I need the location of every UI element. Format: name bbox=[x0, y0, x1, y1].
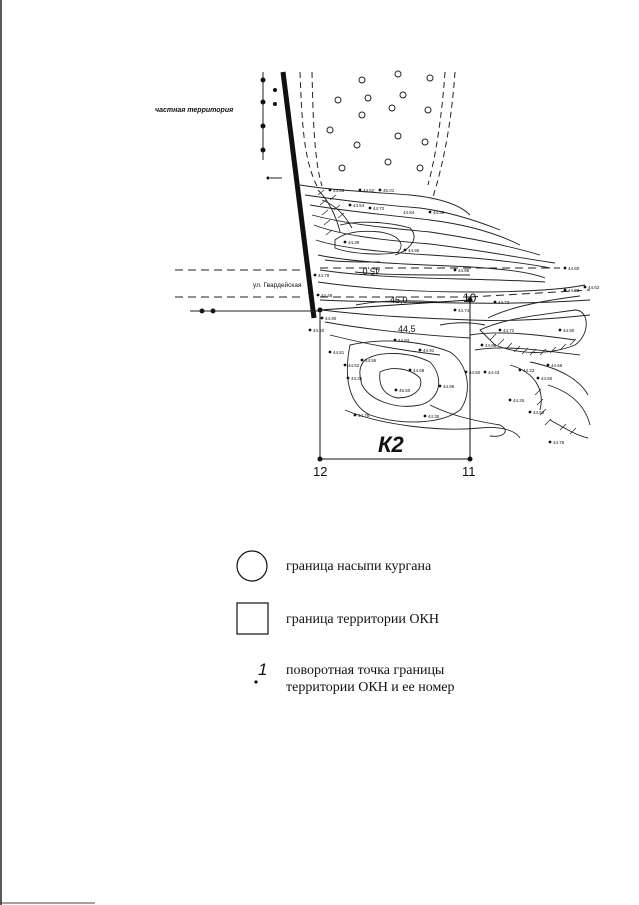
contour-lines bbox=[299, 184, 591, 439]
private-territory-label: частная территория bbox=[155, 107, 233, 114]
spot-elevation-dots bbox=[308, 188, 587, 444]
spot-label: 44.90 bbox=[563, 328, 575, 333]
contour-label: 44,5 bbox=[398, 324, 416, 334]
corner-point-11: 11 bbox=[462, 464, 476, 479]
spot-label: 44.68 bbox=[413, 368, 425, 373]
spot-label: 45.50 bbox=[399, 388, 411, 393]
spot-label: 44.74 bbox=[458, 308, 470, 313]
spot-label: 44.48 bbox=[321, 293, 333, 298]
spot-label: 44.72 bbox=[503, 328, 515, 333]
spot-label: 45.01 bbox=[383, 188, 395, 193]
spot-label: 44.65 bbox=[551, 363, 563, 368]
fence-line bbox=[260, 71, 317, 319]
mound-boundary-symbol bbox=[236, 550, 268, 582]
street-label: ул. Гвардейская bbox=[253, 281, 302, 289]
spot-label: 44.79 bbox=[318, 273, 330, 278]
corner-point-12: 12 bbox=[313, 464, 327, 479]
spot-label: 44.54 bbox=[353, 203, 365, 208]
okn-territory-symbol bbox=[236, 602, 269, 635]
mound-boundary bbox=[299, 71, 456, 201]
spot-label: 44.62 bbox=[588, 285, 600, 290]
street-lines bbox=[175, 267, 591, 314]
legend-turning-point-line2: территории ОКН и ее номер bbox=[286, 680, 455, 695]
area-id-label: К2 bbox=[378, 432, 405, 457]
slope-hatching bbox=[317, 189, 577, 435]
spot-label: 44.78 bbox=[358, 413, 370, 418]
legend-turning-point: поворотная точка границы территории ОКН … bbox=[286, 662, 455, 696]
spot-label: 44.50 bbox=[469, 370, 481, 375]
spot-label: 44.43 bbox=[488, 370, 500, 375]
spot-label: 44.60 bbox=[568, 266, 580, 271]
legend-turning-point-line1: поворотная точка границы bbox=[286, 663, 445, 678]
mound-markers bbox=[326, 70, 434, 172]
spot-label: 44.93 bbox=[398, 338, 410, 343]
spot-label: 44.95 bbox=[408, 248, 420, 253]
spot-label: 44.89 bbox=[485, 343, 497, 348]
corner-point-10: 10 bbox=[463, 291, 477, 305]
spot-label: 44.72 bbox=[373, 206, 385, 211]
spot-label: 44.73 bbox=[498, 300, 510, 305]
okn-territory-boundary bbox=[319, 299, 471, 460]
spot-label: 44.55 bbox=[365, 358, 377, 363]
spot-label: 44.96 bbox=[458, 268, 470, 273]
contour-label: 45,0 bbox=[390, 295, 408, 305]
spot-label: 44.73 bbox=[568, 288, 580, 293]
spot-label: 44.96 bbox=[443, 384, 455, 389]
spot-label: 44.84 bbox=[403, 210, 415, 215]
spot-label: 44.25 bbox=[513, 398, 525, 403]
legend-okn-territory-boundary: граница территории ОКН bbox=[286, 612, 439, 627]
turning-point-number: 1 bbox=[258, 660, 267, 679]
spot-label: 44.39 bbox=[433, 210, 445, 215]
turning-point-dot bbox=[254, 680, 258, 684]
spot-label: 44.53 bbox=[533, 410, 545, 415]
spot-label: 44.90 bbox=[325, 316, 337, 321]
legend-mound-boundary: граница насыпи кургана bbox=[286, 559, 432, 574]
spot-elevation-labels: 44.83 45.01 44.54 44.72 44.84 44.39 44.3… bbox=[313, 188, 600, 445]
contour-value-labels: 45,0 44,5 45,0 bbox=[362, 266, 415, 334]
spot-label: 44.52 bbox=[363, 188, 375, 193]
spot-label: 44.91 bbox=[423, 348, 435, 353]
spot-label: 44.81 bbox=[333, 350, 345, 355]
spot-label: 44.50 bbox=[541, 376, 553, 381]
spot-label: 44.76 bbox=[553, 440, 565, 445]
spot-label: 44.39 bbox=[348, 240, 360, 245]
spot-label: 44.36 bbox=[351, 376, 363, 381]
spot-label: 44.52 bbox=[348, 363, 360, 368]
contour-label: 45,0 bbox=[362, 266, 380, 276]
spot-label: 44.33 bbox=[523, 368, 535, 373]
okn-corner-points bbox=[317, 297, 473, 462]
spot-label: 44.50 bbox=[313, 328, 325, 333]
spot-label: 44.83 bbox=[333, 188, 345, 193]
spot-label: 44.35 bbox=[428, 414, 440, 419]
